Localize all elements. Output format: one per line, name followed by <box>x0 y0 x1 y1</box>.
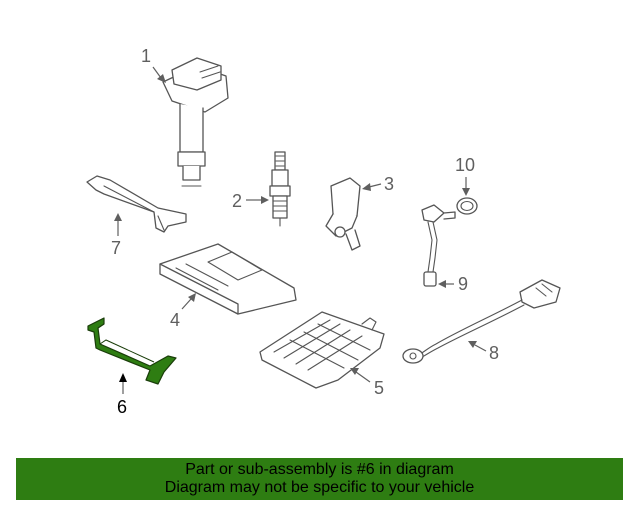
part-1-ignition-coil[interactable] <box>162 57 229 187</box>
arrowhead-9 <box>438 280 446 288</box>
part-2-spark-plug[interactable] <box>269 151 291 227</box>
arrowhead-8 <box>468 341 477 348</box>
callout-4: 4 <box>170 310 180 330</box>
leader-4 <box>181 298 192 310</box>
callout-5: 5 <box>374 378 384 398</box>
callout-8: 8 <box>489 343 499 363</box>
arrowhead-7 <box>114 213 122 221</box>
arrowhead-5 <box>350 368 359 375</box>
footer-line-1: Part or sub-assembly is #6 in diagram <box>185 461 454 478</box>
leader-3 <box>368 183 382 188</box>
footer-line-2: Diagram may not be specific to your vehi… <box>164 479 475 496</box>
callout-2: 2 <box>232 191 242 211</box>
callout-9: 9 <box>458 274 468 294</box>
part-7-bracket[interactable] <box>86 175 187 233</box>
part-8-knock-sensor[interactable] <box>402 279 561 364</box>
arrowhead-10 <box>462 188 470 196</box>
part-6-bracket-highlighted[interactable] <box>87 317 177 385</box>
callout-1: 1 <box>141 46 151 66</box>
arrowhead-2 <box>261 196 269 204</box>
part-3-sensor[interactable] <box>325 177 361 251</box>
part-4-control-module[interactable] <box>159 243 297 315</box>
leader-5 <box>355 371 371 383</box>
parts-diagram: 1 2 3 10 9 <box>86 46 561 417</box>
part-9-sensor[interactable] <box>421 204 456 287</box>
callout-6: 6 <box>117 397 127 417</box>
arrowhead-6 <box>119 373 127 382</box>
callout-7: 7 <box>111 238 121 258</box>
leader-1 <box>152 66 162 79</box>
callout-3: 3 <box>384 174 394 194</box>
arrowhead-1 <box>157 74 166 83</box>
footer-banner: Part or sub-assembly is #6 in diagram Di… <box>16 458 623 500</box>
arrowhead-3 <box>362 183 371 191</box>
arrowhead-4 <box>188 293 196 302</box>
callout-10: 10 <box>455 155 475 175</box>
part-5-mounting-tray[interactable] <box>259 311 385 389</box>
leader-8 <box>474 344 487 352</box>
part-10-o-ring[interactable] <box>456 197 478 215</box>
